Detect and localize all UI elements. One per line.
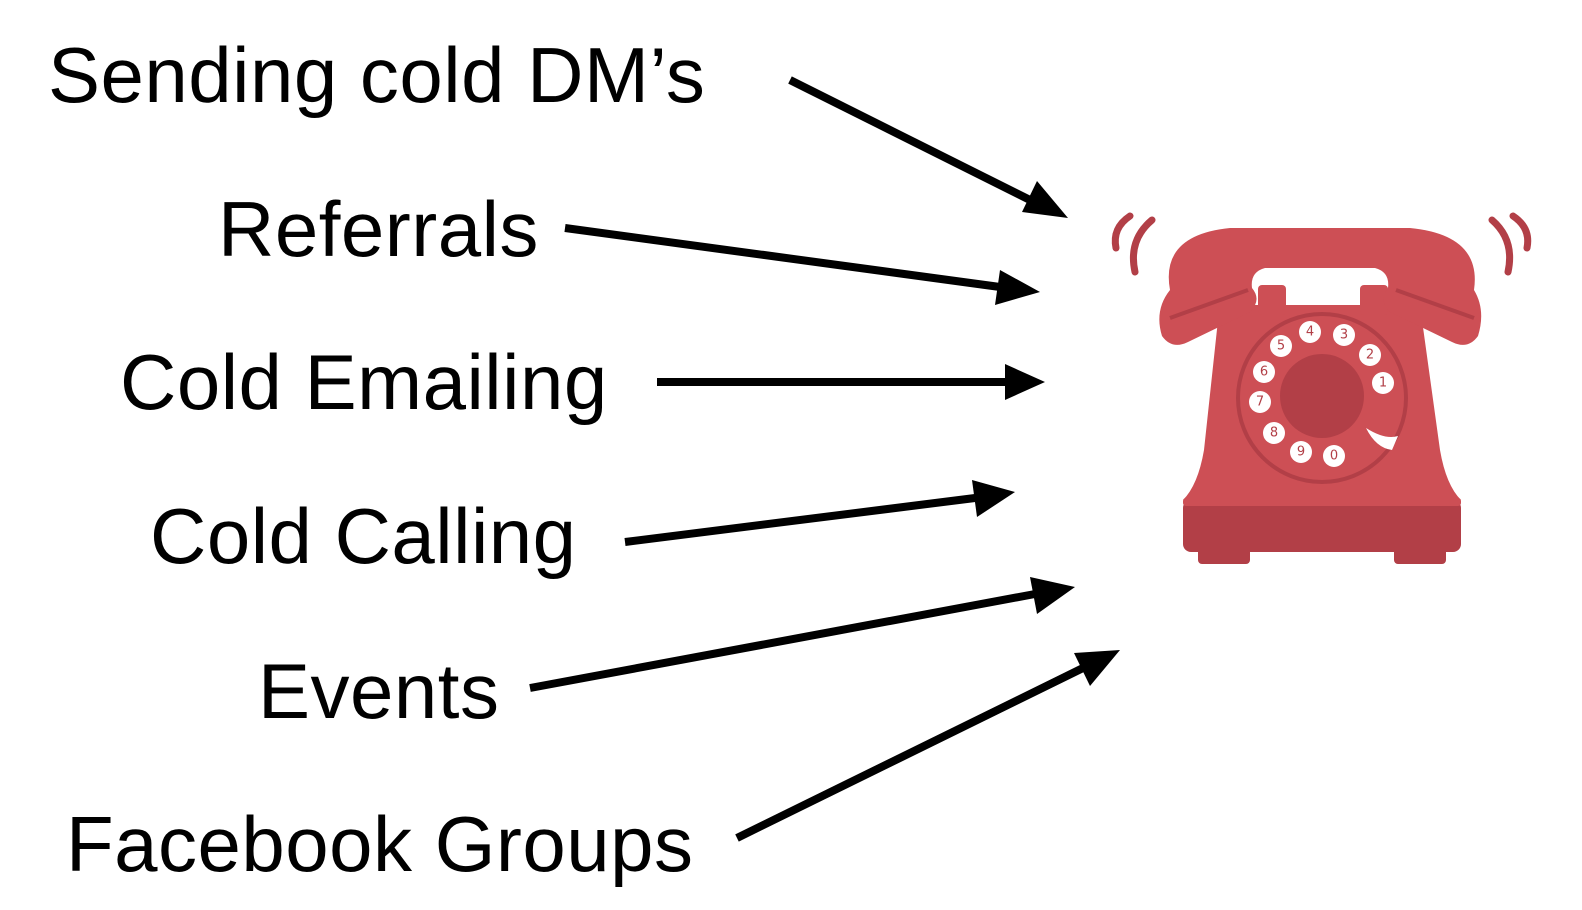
dial-digit-3: 3 bbox=[1340, 328, 1348, 343]
dial-digit-4: 4 bbox=[1306, 325, 1314, 340]
dial-hole-9 bbox=[1290, 441, 1312, 463]
arrows bbox=[529, 76, 1120, 842]
dial-digit-0: 0 bbox=[1330, 449, 1338, 464]
arrow-events bbox=[529, 577, 1075, 692]
arrow-cold-emailing bbox=[657, 364, 1045, 400]
dial-digit-5: 5 bbox=[1277, 339, 1285, 354]
label-referrals: Referrals bbox=[218, 185, 539, 273]
dial-hole-4 bbox=[1299, 321, 1321, 343]
dial-hole-2 bbox=[1359, 344, 1381, 366]
label-sending-cold-dms: Sending cold DM’s bbox=[48, 31, 706, 119]
label-cold-emailing: Cold Emailing bbox=[120, 338, 608, 426]
dial-hole-3 bbox=[1333, 324, 1355, 346]
dial-hole-7 bbox=[1249, 391, 1271, 413]
label-facebook-groups: Facebook Groups bbox=[66, 800, 694, 888]
dial-digit-6: 6 bbox=[1260, 365, 1268, 380]
dial-hole-5 bbox=[1270, 335, 1292, 357]
dial-digit-7: 7 bbox=[1256, 395, 1264, 410]
dial-hole-8 bbox=[1263, 422, 1285, 444]
label-cold-calling: Cold Calling bbox=[150, 492, 577, 580]
dial-digit-1: 1 bbox=[1379, 376, 1387, 391]
arrow-cold-calling bbox=[624, 480, 1015, 546]
dial-digit-9: 9 bbox=[1297, 445, 1305, 460]
arrow-facebook-groups bbox=[735, 650, 1120, 842]
label-events: Events bbox=[258, 647, 500, 735]
dial-hole-0 bbox=[1323, 445, 1345, 467]
dial-digit-8: 8 bbox=[1270, 426, 1278, 441]
dial-hole-1 bbox=[1372, 372, 1394, 394]
arrow-sending-cold-dms bbox=[788, 76, 1068, 218]
dial-digit-2: 2 bbox=[1366, 348, 1374, 363]
dial-hole-6 bbox=[1253, 361, 1275, 383]
arrow-referrals bbox=[564, 224, 1040, 305]
